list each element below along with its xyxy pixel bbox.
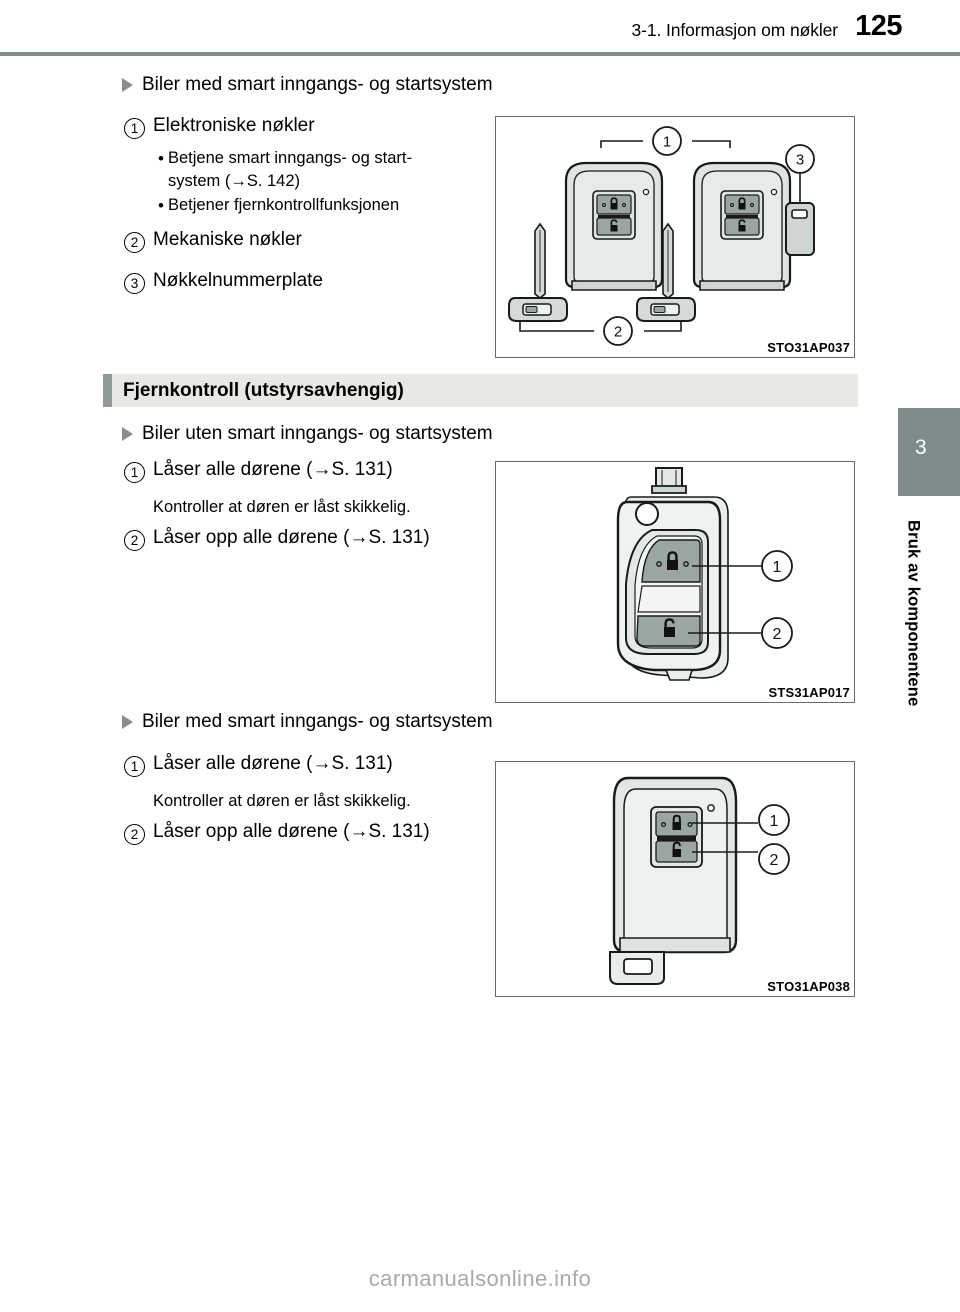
bullet-dot-icon: • (158, 149, 164, 168)
list-item-lock-all-doors: 1 Låser alle dørene (→S. 131) (124, 459, 393, 483)
chapter-tab-number: 3 (915, 436, 927, 459)
list-item-electronic-keys: 1 Elektroniske nøkler (124, 115, 315, 139)
callout-number-2: 2 (124, 824, 145, 845)
section-heading-bar: Fjernkontroll (utstyrsavhengig) (103, 374, 858, 407)
figure1-callout-3: 3 (796, 152, 804, 169)
figure2-callout-2: 2 (773, 626, 782, 643)
note-check-door-locked: Kontroller at døren er låst skikkelig. (153, 498, 411, 516)
figure-smart-key-artwork: 1 2 (609, 776, 790, 985)
figure2-callout-1: 1 (773, 559, 782, 576)
bullet-text: Betjener fjernkontrollfunksjonen (168, 196, 400, 214)
list-item-label: Låser alle dørene (→S. 131) (153, 753, 393, 774)
running-header: 3-1. Informasjon om nøkler 125 (0, 0, 960, 52)
heading-text: Biler med smart inngangs- og startsystem (142, 74, 493, 95)
figure-smart-keys-artwork: 1 2 3 (508, 126, 815, 346)
triangle-bullet-icon (122, 78, 133, 92)
list-item-key-number-plate: 3 Nøkkelnummerplate (124, 270, 323, 294)
header-section-title: 3-1. Informasjon om nøkler (631, 20, 838, 40)
heading-with-smart-entry: Biler med smart inngangs- og startsystem (122, 711, 493, 733)
note-check-door-locked: Kontroller at døren er låst skikkelig. (153, 792, 411, 810)
bullet-text-line2: system (→S. 142) (168, 172, 301, 190)
figure-flip-key-artwork: 1 2 (616, 467, 793, 681)
list-item-mechanical-keys: 2 Mekaniske nøkler (124, 229, 302, 253)
figure-flip-key-remote: 1 2 STS31AP017 (495, 461, 855, 703)
heading-text: Biler med smart inngangs- og startsystem (142, 711, 493, 732)
list-item-unlock-all-doors: 2 Låser opp alle dørene (→S. 131) (124, 821, 430, 845)
triangle-bullet-icon (122, 427, 133, 441)
bullet-text-line1: Betjene smart inngangs- og start- (168, 149, 412, 167)
list-item-label: Låser alle dørene (→S. 131) (153, 459, 393, 480)
list-item-label: Nøkkelnummerplate (153, 270, 323, 291)
list-item-label: Låser opp alle dørene (→S. 131) (153, 527, 430, 548)
callout-number-1: 1 (124, 756, 145, 777)
chapter-tab-label-wrap: Bruk av komponentene (898, 520, 928, 820)
figure-code: STO31AP038 (767, 979, 850, 994)
figure3-callout-1: 1 (770, 813, 779, 830)
callout-number-1: 1 (124, 462, 145, 483)
list-item-unlock-all-doors: 2 Låser opp alle dørene (→S. 131) (124, 527, 430, 551)
figure1-callout-2: 2 (614, 324, 622, 341)
callout-number-2: 2 (124, 232, 145, 253)
page-number: 125 (855, 10, 902, 42)
section-accent-bar (103, 374, 112, 407)
callout-number-1: 1 (124, 118, 145, 139)
callout-number-2: 2 (124, 530, 145, 551)
list-item-lock-all-doors: 1 Låser alle dørene (→S. 131) (124, 753, 393, 777)
list-item: • Betjene smart inngangs- og start- syst… (154, 147, 412, 193)
list-item: • Betjener fjernkontrollfunksjonen (154, 194, 412, 217)
heading-smart-entry-vehicles: Biler med smart inngangs- og startsystem (122, 74, 493, 96)
section-heading-text: Fjernkontroll (utstyrsavhengig) (123, 380, 404, 401)
electronic-keys-bullet-list: • Betjene smart inngangs- og start- syst… (154, 147, 412, 218)
site-watermark: carmanualsonline.info (368, 1266, 592, 1291)
heading-without-smart-entry: Biler uten smart inngangs- og startsyste… (122, 423, 493, 445)
list-item-label: Mekaniske nøkler (153, 229, 302, 250)
heading-text: Biler uten smart inngangs- og startsyste… (142, 423, 493, 444)
figure1-callout-1: 1 (663, 134, 671, 151)
chapter-tab-label: Bruk av komponentene (904, 520, 923, 707)
bullet-dot-icon: • (158, 196, 164, 215)
list-item-label: Elektroniske nøkler (153, 115, 315, 136)
triangle-bullet-icon (122, 715, 133, 729)
figure-code: STO31AP037 (767, 340, 850, 355)
list-item-label: Låser opp alle dørene (→S. 131) (153, 821, 430, 842)
callout-number-3: 3 (124, 273, 145, 294)
figure3-callout-2: 2 (770, 852, 779, 869)
figure-smart-key-remote: 1 2 STO31AP038 (495, 761, 855, 997)
chapter-tab: 3 (898, 408, 960, 496)
header-divider-rule (0, 52, 960, 56)
figure-code: STS31AP017 (768, 685, 850, 700)
figure-smart-keys: 1 2 3 STO31AP037 (495, 116, 855, 358)
